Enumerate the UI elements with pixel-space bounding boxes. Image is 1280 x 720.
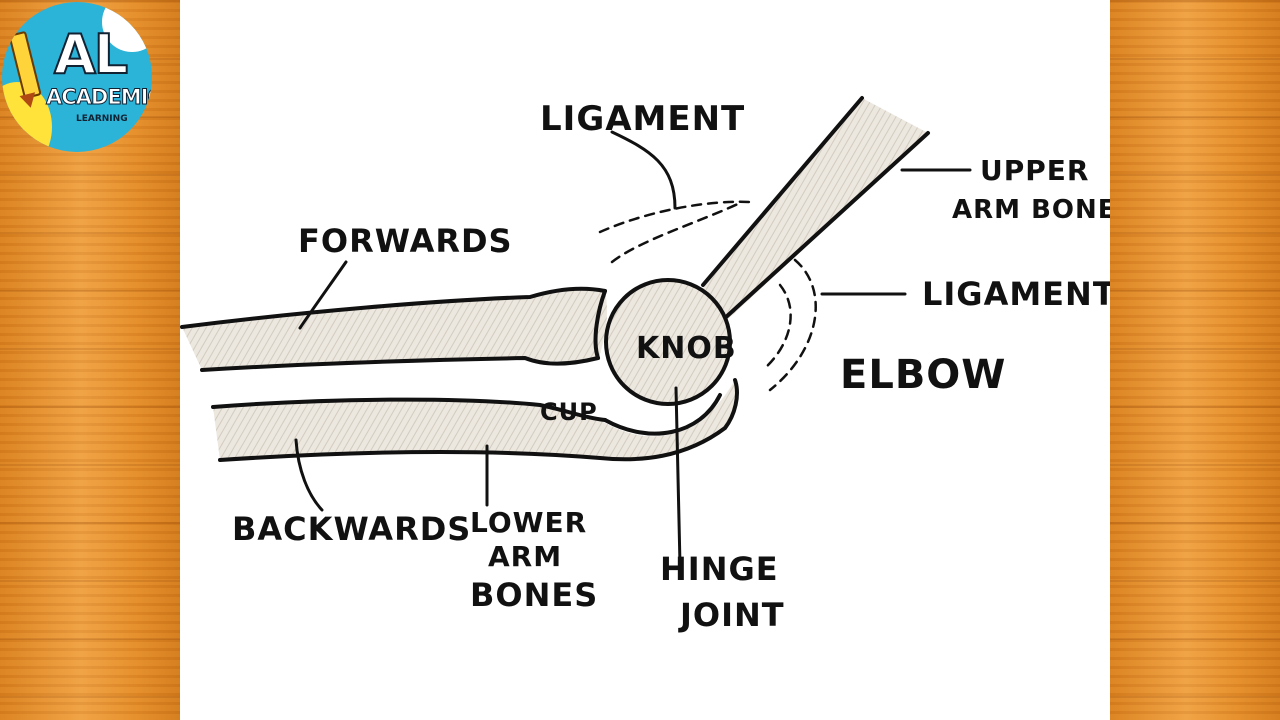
- label-hinge-joint-line1: HINGE: [660, 550, 779, 588]
- label-knob: KNOB: [636, 331, 737, 366]
- leader-ligament-top: [610, 130, 677, 210]
- label-forwards: FORWARDS: [298, 222, 513, 260]
- ligament-outline-top: [610, 200, 744, 264]
- leader-forwards: [298, 260, 348, 330]
- logo-name: ACADEMIC: [46, 85, 152, 109]
- label-upper-arm-bone-line1: UPPER: [980, 154, 1089, 187]
- logo-highlight-shape: [102, 2, 152, 52]
- forearm-bone-forward: [180, 286, 608, 372]
- label-backwards: BACKWARDS: [232, 510, 471, 548]
- paper-sheet: LIGAMENT UPPER ARM BONE LIGAMENT FORWARD…: [180, 0, 1110, 720]
- label-ligament-right: LIGAMENT: [922, 275, 1110, 313]
- wood-background-right: [1110, 0, 1280, 720]
- leader-hinge-joint: [674, 386, 682, 567]
- label-elbow: ELBOW: [840, 352, 1006, 398]
- logo-mark: AL: [53, 23, 129, 86]
- knob: [604, 278, 732, 406]
- ligament-outline-right: [768, 258, 817, 392]
- leader-backwards: [294, 438, 324, 512]
- ligament-outline-right-inner: [763, 283, 792, 370]
- upper-arm-bone: [700, 96, 930, 322]
- label-upper-arm-bone-line2: ARM BONE: [952, 195, 1110, 225]
- logo-subtitle: LEARNING: [76, 114, 128, 124]
- label-hinge-joint-line2: JOINT: [678, 596, 785, 634]
- ligament-outline-top-outer: [598, 200, 752, 234]
- label-cup: CUP: [540, 398, 598, 426]
- label-lower-arm-bones-line1: LOWER: [470, 506, 587, 539]
- forearm-bone-backward: [211, 378, 739, 462]
- elbow-joint-diagram: LIGAMENT UPPER ARM BONE LIGAMENT FORWARD…: [180, 96, 1110, 634]
- label-ligament-top: LIGAMENT: [540, 99, 745, 139]
- academic-learning-logo: AL ACADEMIC LEARNING: [2, 2, 152, 152]
- label-lower-arm-bones-line3: BONES: [470, 576, 598, 614]
- label-lower-arm-bones-line2: ARM: [488, 540, 562, 573]
